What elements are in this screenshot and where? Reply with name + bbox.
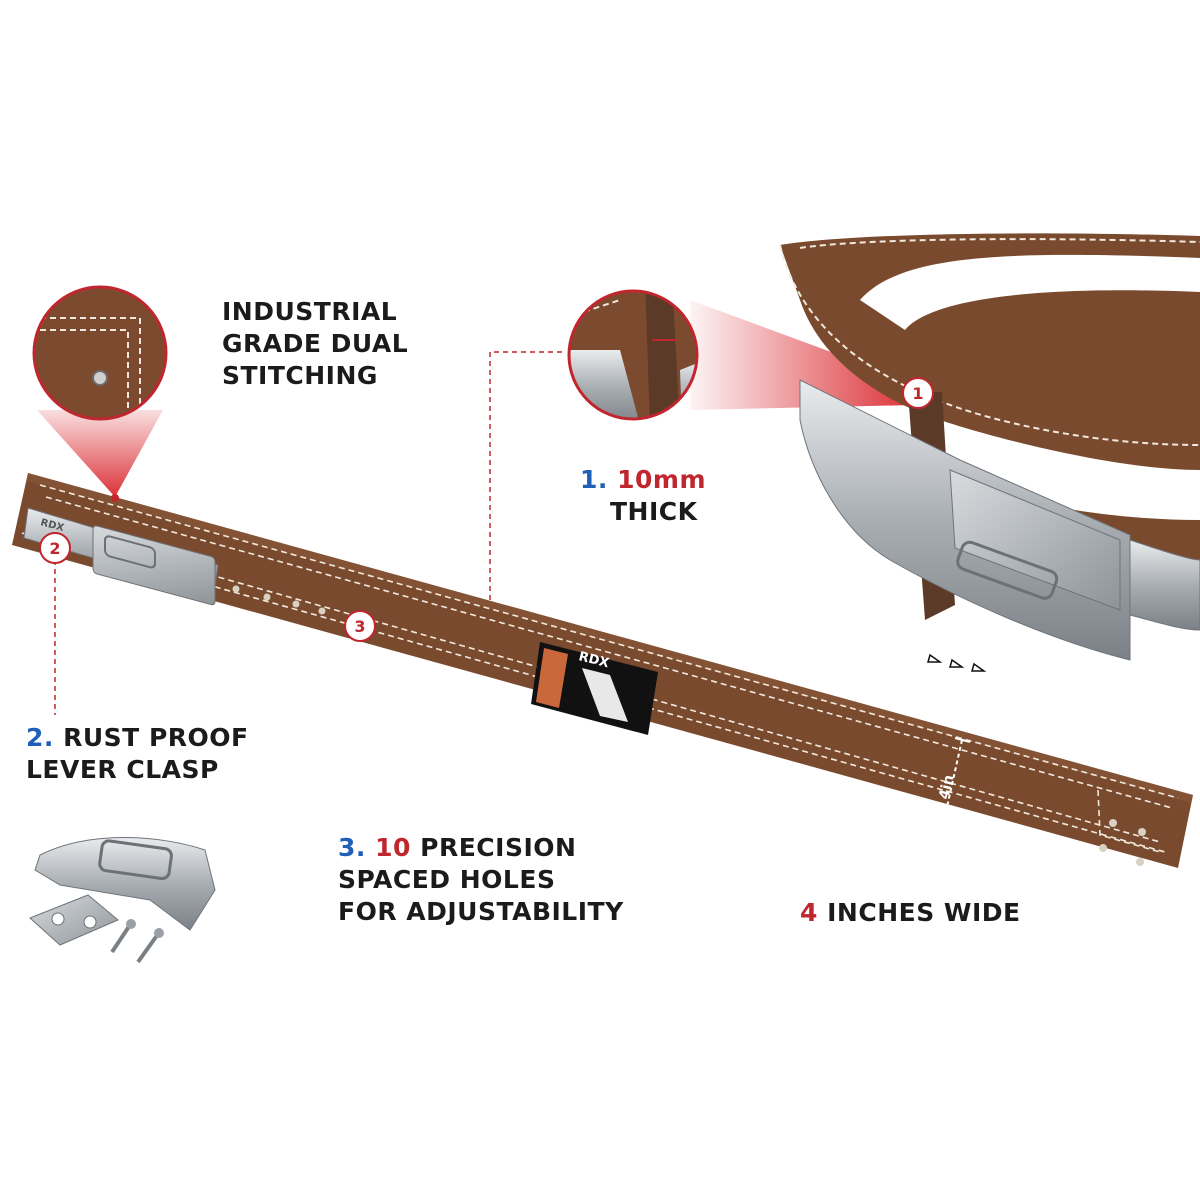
width-belt-label: 4in — [936, 773, 957, 800]
width-feature-text: 4 INCHES WIDE — [800, 897, 1021, 929]
marker-2-label: 2 — [49, 539, 60, 558]
marker-1: 1 — [902, 377, 934, 409]
clasp-line1: RUST PROOF — [63, 723, 249, 752]
holes-count: 10 — [375, 833, 411, 862]
width-rest: INCHES WIDE — [827, 898, 1021, 927]
stitching-zoom — [32, 285, 168, 502]
thickness-number: 1. — [580, 465, 608, 494]
holes-feature-text: 3. 10 PRECISION SPACED HOLES FOR ADJUSTA… — [338, 832, 624, 928]
marker-1-label: 1 — [912, 384, 923, 403]
thickness-feature-text: 1. 10mm THICK — [580, 464, 706, 528]
holes-line2: SPACED HOLES — [338, 865, 556, 894]
marker-3: 3 — [344, 610, 376, 642]
stitching-line2: GRADE DUAL — [222, 329, 409, 358]
lever-clasp-mounted: RDX — [23, 507, 219, 606]
stitching-feature-text: INDUSTRIAL GRADE DUAL STITCHING — [222, 296, 408, 392]
clasp-feature-text: 2. RUST PROOF LEVER CLASP — [26, 722, 249, 786]
rdx-logo-text: RDX — [577, 649, 611, 671]
thickness-zoom — [567, 289, 915, 421]
curled-belt — [779, 233, 1200, 672]
holes-line3: FOR ADJUSTABILITY — [338, 897, 624, 926]
clasp-number: 2. — [26, 723, 54, 752]
width-indicator: 4in — [931, 737, 971, 841]
marker-2: 2 — [39, 532, 71, 564]
loose-lever-clasp — [29, 837, 216, 964]
thickness-value: 10mm — [617, 465, 707, 494]
holes-number: 3. — [338, 833, 366, 862]
marker-3-label: 3 — [354, 617, 365, 636]
leader-lines — [54, 351, 565, 715]
rdx-logo-patch: RDX — [531, 642, 658, 735]
stitching-line1: INDUSTRIAL — [222, 297, 398, 326]
stitching-line3: STITCHING — [222, 361, 378, 390]
width-value: 4 — [800, 898, 818, 927]
holes-line1: PRECISION — [420, 833, 577, 862]
adjustment-holes — [232, 585, 1146, 866]
thickness-line2: THICK — [610, 497, 698, 526]
clasp-line2: LEVER CLASP — [26, 755, 219, 784]
